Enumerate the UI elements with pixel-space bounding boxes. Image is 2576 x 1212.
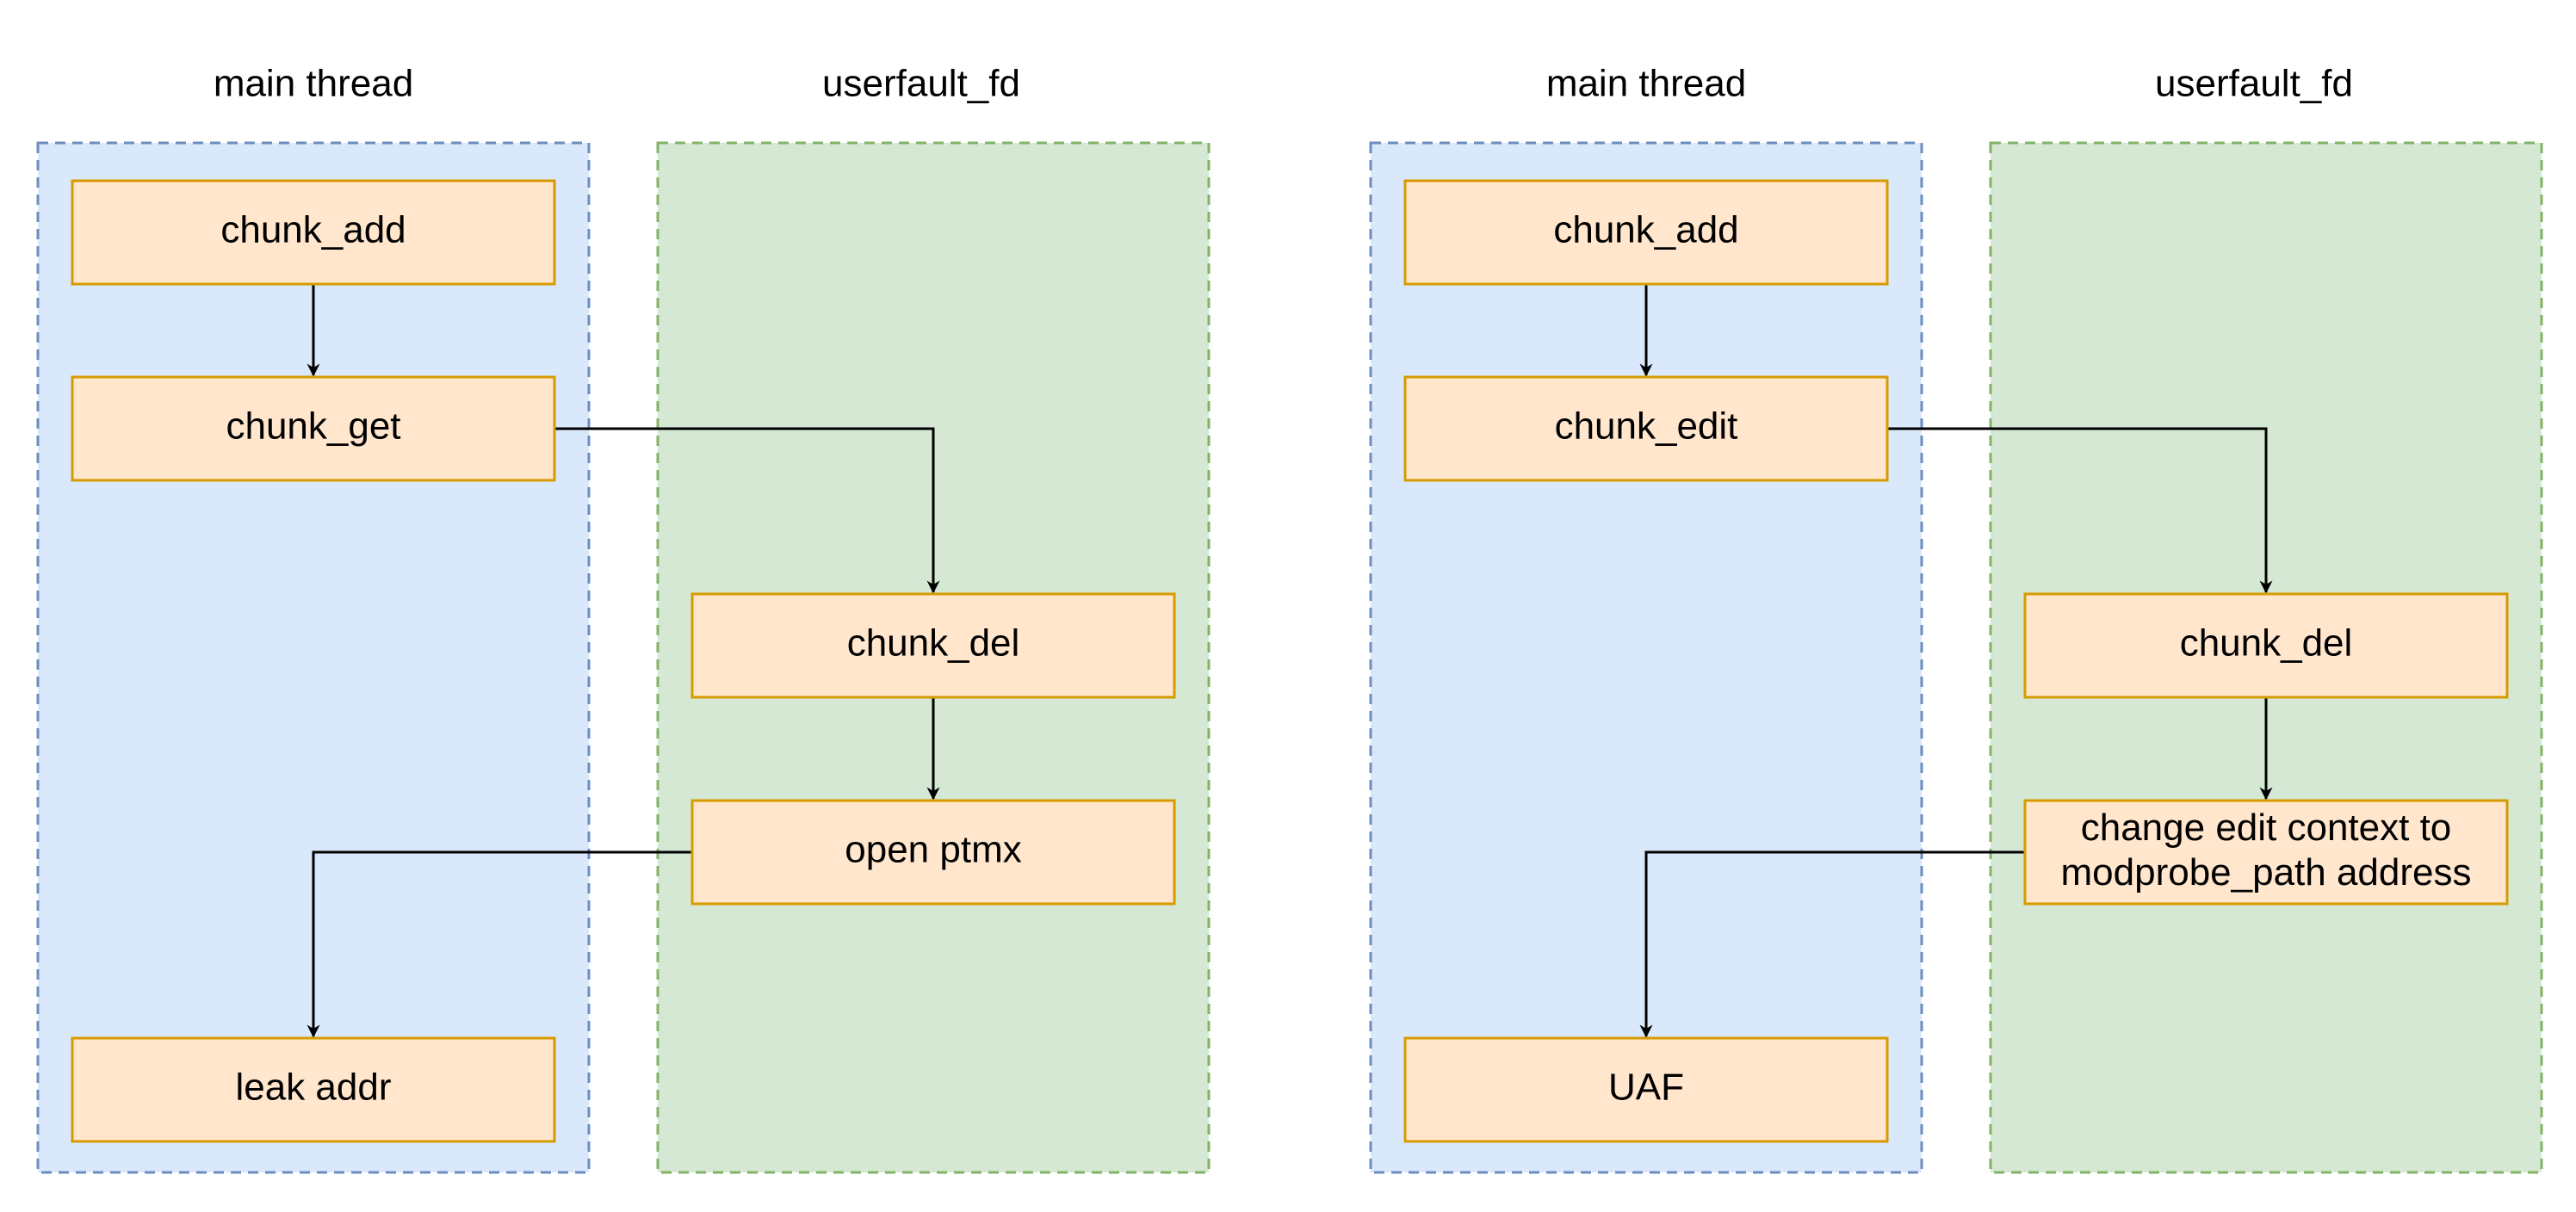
node-label: open ptmx [845,829,1021,871]
edge-chunk-get-to-chunk-del [554,427,940,594]
node-chunk-add: chunk_add [1403,179,1889,286]
edge-change-edit-context-to-uaf [1639,850,2025,1038]
node-chunk-del: chunk_del [2023,592,2509,699]
lane-title-userfault-fd: userfault_fd [822,63,1020,105]
node-label: UAF [1608,1067,1684,1109]
node-chunk-del: chunk_del [690,592,1176,699]
edge-open-ptmx-to-leak-addr [307,850,692,1038]
node-leak-addr: leak addr [71,1036,556,1143]
node-label: chunk_del [847,622,1020,665]
edge-chunk-edit-to-chunk-del [1887,427,2273,594]
diagram-2: main thread userfault_fd chunk_add chunk… [1369,63,2543,1174]
node-chunk-add: chunk_add [71,179,556,286]
lane-title-main-thread: main thread [214,63,413,105]
node-chunk-get: chunk_get [71,375,556,482]
node-label: chunk_add [1553,209,1738,251]
node-open-ptmx: open ptmx [690,799,1176,906]
lane-title-main-thread: main thread [1546,63,1746,105]
node-label: chunk_edit [1555,405,1738,448]
lane-title-userfault-fd: userfault_fd [2155,63,2353,105]
diagram-1: main thread userfault_fd chunk_add chunk… [36,63,1211,1174]
node-label: chunk_get [226,405,400,448]
node-chunk-edit: chunk_edit [1403,375,1889,482]
node-label: chunk_add [220,209,406,251]
node-label: leak addr [235,1067,391,1109]
node-label: chunk_del [2180,622,2353,665]
node-uaf: UAF [1403,1036,1889,1143]
